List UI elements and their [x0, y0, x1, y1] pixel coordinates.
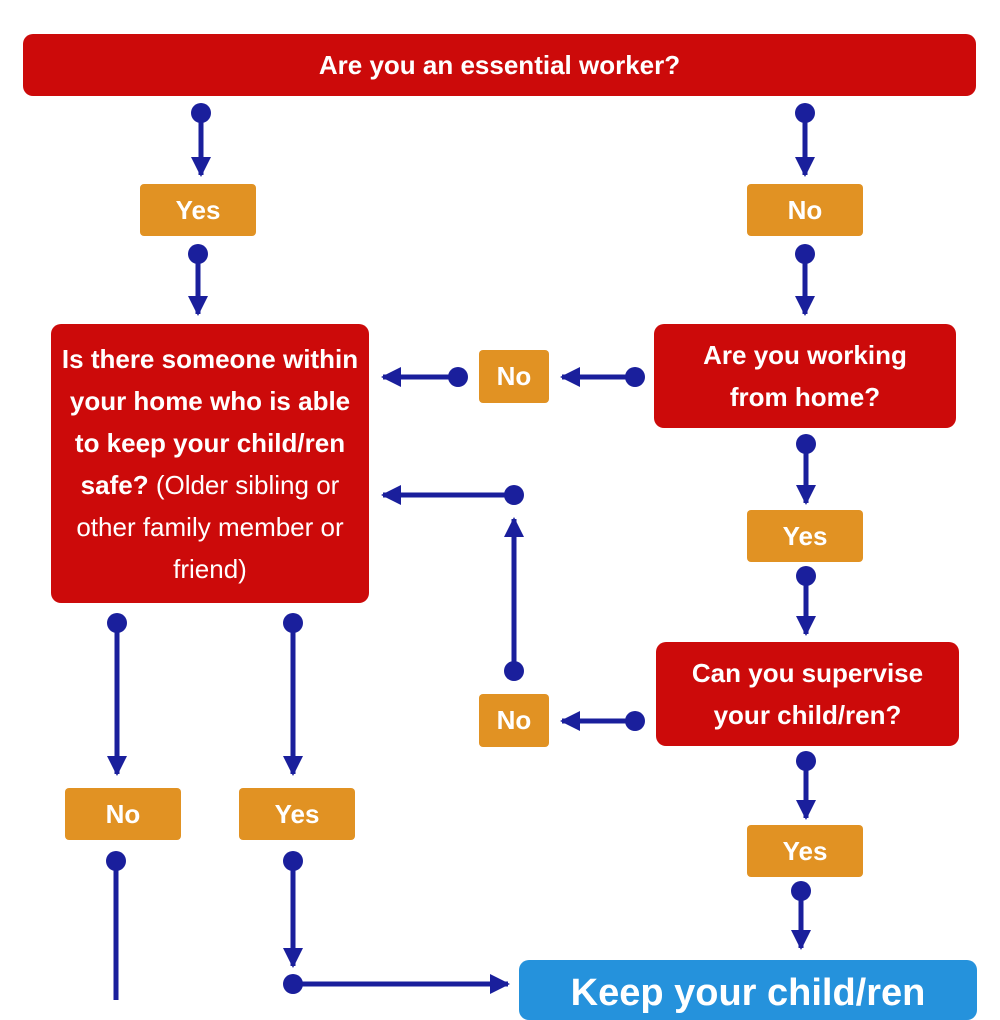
connector-dot — [504, 485, 524, 505]
connector-dot — [796, 751, 816, 771]
title-question-box: Are you an essential worker? — [23, 34, 976, 96]
connector-dot — [795, 103, 815, 123]
connector-dot — [796, 566, 816, 586]
someone-home-question-box: Is there someone within your home who is… — [51, 324, 369, 603]
answer-label: No — [496, 361, 532, 391]
connector-dot — [191, 103, 211, 123]
answer-label: Yes — [782, 835, 828, 866]
answer-yes-essential: Yes — [140, 184, 256, 236]
answer-label: No — [496, 705, 532, 735]
answer-no-someone: No — [65, 788, 181, 840]
answer-yes-someone: Yes — [239, 788, 355, 840]
answer-no-essential: No — [747, 184, 863, 236]
connector-dot — [504, 661, 524, 681]
supervise-question-box: Can you supervise your child/ren? — [656, 642, 959, 746]
working-from-home-question-text: Are you working from home? — [703, 340, 907, 412]
connector-dot — [106, 851, 126, 871]
answer-yes-wfh: Yes — [747, 510, 863, 562]
connector-dot — [188, 244, 208, 264]
title-question-text: Are you an essential worker? — [318, 50, 681, 80]
answer-label: Yes — [274, 798, 320, 829]
answer-no-wfh: No — [479, 350, 549, 403]
answer-label: Yes — [175, 194, 221, 225]
connector-dot — [625, 367, 645, 387]
connector-dot — [283, 974, 303, 994]
answer-label: No — [787, 194, 823, 225]
answer-label: Yes — [782, 520, 828, 551]
connector-dot — [283, 613, 303, 633]
working-from-home-question-box: Are you working from home? — [654, 324, 956, 428]
connector-dot — [283, 851, 303, 871]
someone-home-bold-text: Is there someone within your home who is… — [61, 343, 359, 500]
connector-dot — [795, 244, 815, 264]
someone-home-question-text: Is there someone within your home who is… — [61, 338, 359, 590]
connector-dot — [791, 881, 811, 901]
connector-dot — [448, 367, 468, 387]
someone-home-note-text: (Older sibling or other family member or… — [76, 469, 344, 584]
supervise-question-text: Can you supervise your child/ren? — [691, 658, 924, 730]
connector-dot — [625, 711, 645, 731]
answer-yes-supervise: Yes — [747, 825, 863, 877]
connector-dot — [107, 613, 127, 633]
connector-dot — [796, 434, 816, 454]
answer-label: No — [105, 798, 141, 829]
answer-no-supervise: No — [479, 694, 549, 747]
